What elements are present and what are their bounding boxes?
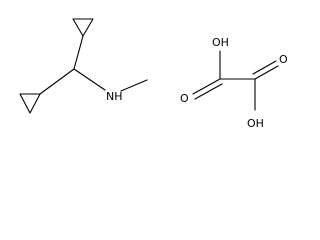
hydroxyl-top-label: OH: [212, 36, 229, 49]
bond-c2-to-o-right-a: [254, 65, 279, 80]
amine-nh-label: NH: [106, 90, 123, 103]
bond-top-ring-to-central-carbon: [73, 35, 84, 70]
bond-nitrogen-to-methyl: [120, 79, 148, 92]
bond-central-carbon-to-nitrogen: [73, 68, 106, 91]
bond-c1-to-o-left-b: [194, 83, 223, 100]
oxalic-acid: OH OH O O: [180, 36, 288, 130]
hydroxyl-bottom-label: OH: [247, 117, 264, 130]
top-cyclopropyl-ring: [72, 18, 94, 37]
structure-canvas: NH OH OH O O: [19, 18, 288, 130]
carbonyl-oxygen-left-label: O: [180, 92, 189, 105]
chemical-structure-drawing: NH OH OH O O: [19, 18, 288, 130]
bond-c2-to-o-right-b: [252, 60, 277, 75]
bond-left-ring-to-central-carbon: [39, 68, 75, 95]
carbonyl-oxygen-right-label: O: [279, 53, 288, 66]
dicyclopropylmethyl-methylamine: NH: [19, 18, 148, 114]
left-cyclopropyl-ring: [19, 93, 41, 114]
bond-c1-to-o-left-a: [192, 78, 221, 95]
